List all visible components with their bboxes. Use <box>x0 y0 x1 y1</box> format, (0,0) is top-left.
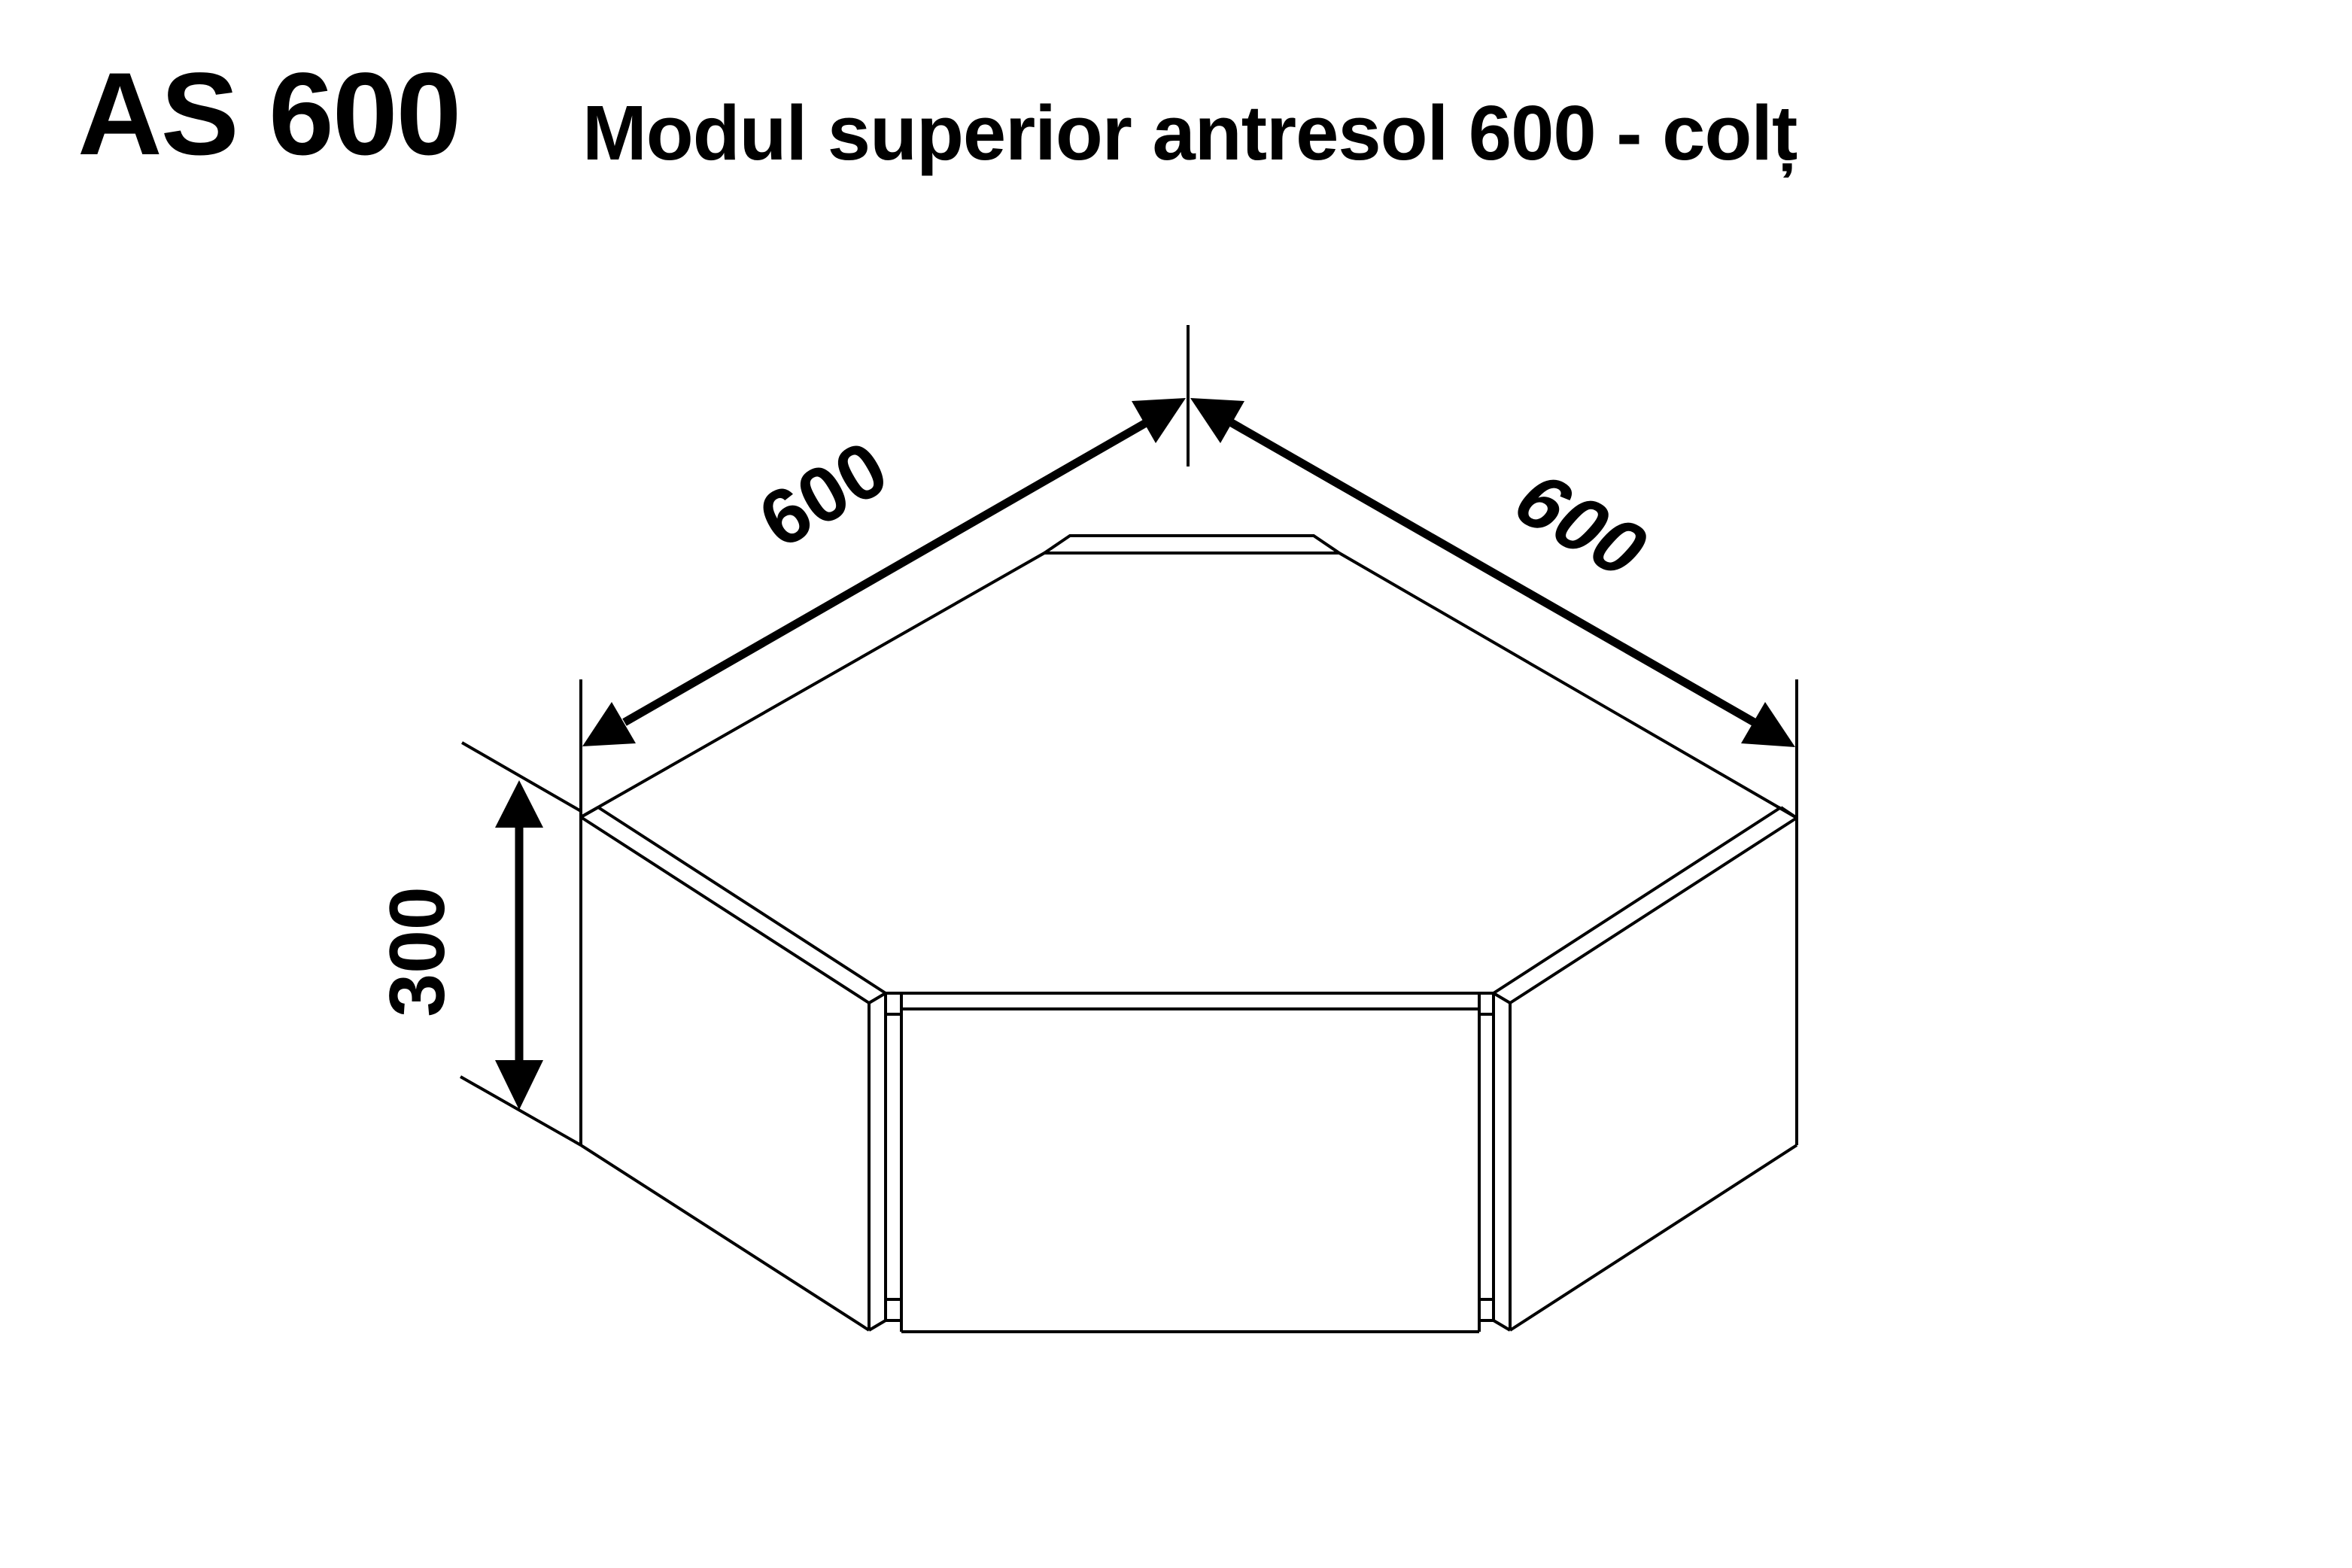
arrowhead-height-bottom <box>495 1060 543 1110</box>
right-panel-bottom-edge <box>1509 1144 1798 1332</box>
product-title: Modul superior antresol 600 - colț <box>582 90 1797 176</box>
arrowhead-left-bottom <box>582 702 636 746</box>
extension-lines <box>460 325 1798 1147</box>
arrowhead-right-top <box>1190 398 1244 443</box>
left-panel-corner-join <box>580 806 599 819</box>
dimension-label-height: 300 <box>374 886 461 1017</box>
cabinet-outline <box>579 534 1798 1333</box>
height-bottom-extension-line <box>460 1075 582 1147</box>
right-panel-top-inner <box>1492 806 1782 995</box>
product-code: AS 600 <box>77 49 461 180</box>
dimension-arrowheads <box>495 398 1795 1110</box>
right-panel-bottom-join <box>1492 1319 1512 1332</box>
left-panel-top-inner <box>597 806 887 995</box>
top-face-outer <box>580 534 1798 819</box>
dimension-label-right-width: 600 <box>1495 460 1667 591</box>
right-width-shaft <box>1224 416 1759 728</box>
left-panel-bottom-edge <box>579 1144 871 1332</box>
height-top-extension-line <box>461 741 582 813</box>
left-width-shaft <box>622 416 1153 726</box>
arrowhead-right-bottom <box>1741 702 1795 747</box>
arrowhead-height-top <box>495 780 543 828</box>
right-panel-top-edge <box>1509 816 1798 1004</box>
arrowhead-left-top <box>1132 398 1186 443</box>
left-panel-top-edge <box>579 816 871 1004</box>
right-panel-front-join <box>1492 992 1512 1004</box>
left-panel-bottom-join <box>868 1319 887 1332</box>
dimension-label-left-width: 600 <box>745 424 901 565</box>
right-panel-corner-join <box>1779 806 1798 819</box>
dimension-arrow-shafts <box>515 416 1759 1068</box>
left-panel-front-join <box>868 992 887 1004</box>
